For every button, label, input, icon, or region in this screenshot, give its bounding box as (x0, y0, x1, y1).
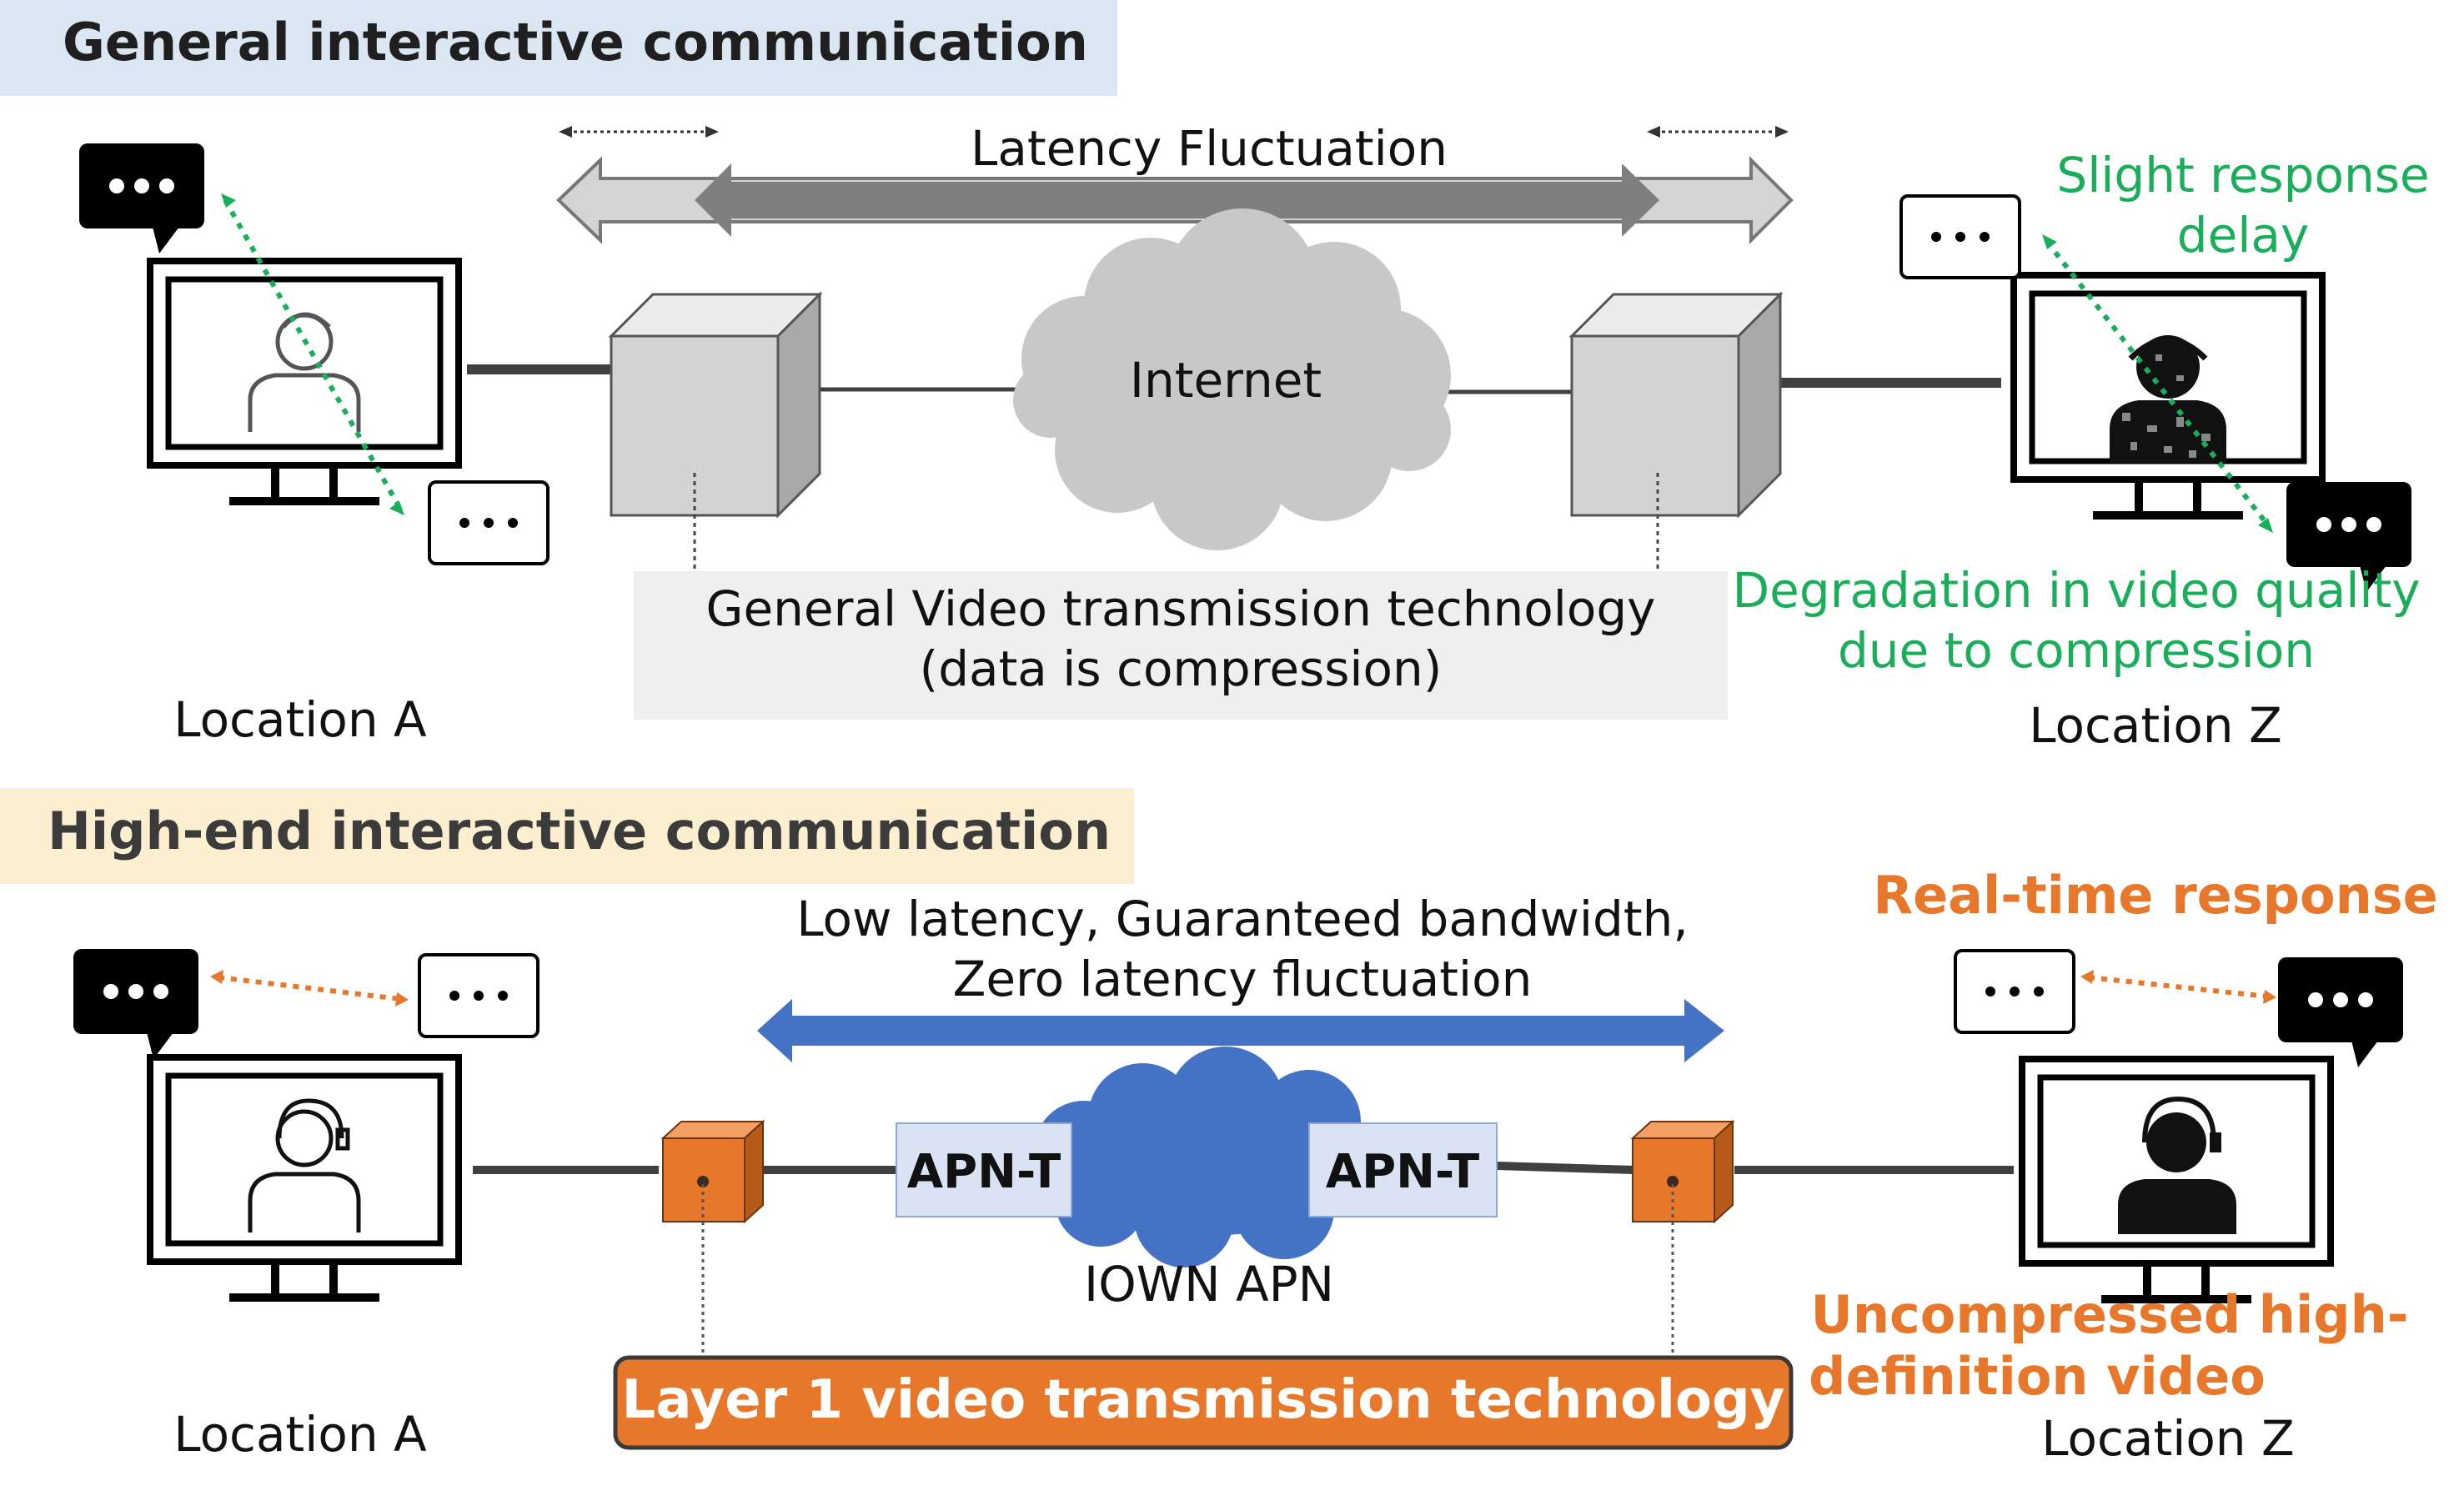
general-tech-label-line1: General Video transmission technology (706, 580, 1656, 637)
apn-t-left: APN-T (907, 1145, 1061, 1199)
apn-t-box-right (1308, 1122, 1498, 1217)
speech-bubble-icon (418, 953, 539, 1038)
note-delay-line1: Slight response (2056, 147, 2429, 203)
bottom-title-bg (0, 788, 1134, 884)
layer1-tech-label: Layer 1 video transmission technology (622, 1369, 1785, 1431)
realtime-arrow-z (2088, 975, 2269, 999)
iown-apn-label: IOWN APN (1084, 1256, 1334, 1313)
iown-benefits-line1: Low latency, Guaranteed bandwidth, (796, 891, 1689, 947)
top-title: General interactive communication (63, 12, 1088, 73)
bottom-title: High-end interactive communication (48, 801, 1111, 861)
node-box-left (610, 293, 821, 517)
location-a-top: Location A (173, 691, 427, 748)
user-pixelated-icon (2110, 335, 2226, 463)
speech-bubble-icon (79, 143, 204, 254)
arrowhead-icon (2042, 234, 2057, 249)
general-tech-label-line2: (data is compression) (920, 640, 1443, 697)
speech-bubble-icon (1954, 949, 2075, 1034)
layer1-node-right (1632, 1121, 1734, 1222)
location-z-top: Location Z (2029, 697, 2281, 754)
user-outline-icon (248, 312, 361, 432)
speech-bubble-icon (2278, 957, 2403, 1067)
user-headset-outline-icon (248, 1098, 361, 1232)
note-uncompressed-line1: Uncompressed high- (1811, 1284, 2409, 1345)
user-headset-solid-icon (2118, 1096, 2236, 1234)
iown-benefits-line2: Zero latency fluctuation (953, 951, 1533, 1007)
location-a-bottom: Location A (173, 1406, 427, 1463)
arrowhead-icon (210, 970, 223, 984)
speech-bubble-icon (1899, 194, 2021, 279)
arrowhead-icon (389, 501, 404, 515)
delay-arrow-top-a (223, 198, 403, 510)
arrowhead-icon (2080, 970, 2094, 984)
note-realtime: Real-time response (1873, 865, 2437, 926)
link-b-apn-node (1496, 1162, 1635, 1174)
note-delay-line2: delay (2177, 207, 2309, 264)
top-title-bg (0, 0, 1117, 96)
latency-arrow-inner (695, 163, 1659, 237)
internet-label: Internet (1130, 352, 1322, 409)
apn-t-box-left (896, 1122, 1072, 1217)
note-uncompressed-line2: definition video (1809, 1346, 2266, 1407)
general-tech-box (634, 571, 1728, 720)
fluctuation-range-right (1647, 126, 1789, 138)
apn-t-right: APN-T (1326, 1145, 1479, 1199)
node-box-right (1570, 293, 1782, 517)
latency-label: Latency Fluctuation (971, 120, 1448, 177)
speech-bubble-icon (73, 949, 198, 1059)
internet-cloud (1013, 208, 1451, 550)
arrowhead-icon (221, 193, 236, 208)
arrowhead-icon (395, 992, 409, 1007)
location-z-bottom: Location Z (2041, 1410, 2294, 1467)
iown-arrow (757, 999, 1724, 1062)
monitor-top-a (150, 261, 459, 505)
monitor-bottom-a (150, 1057, 459, 1302)
fluctuation-range-left (559, 126, 719, 138)
note-quality-line2: due to compression (1838, 622, 2315, 679)
arrowhead-icon (2263, 990, 2276, 1004)
speech-bubble-icon (428, 480, 550, 565)
note-quality-line1: Degradation in video quality (1732, 562, 2420, 619)
arrowhead-icon (2258, 518, 2273, 533)
layer1-tech-box (613, 1355, 1794, 1450)
layer1-node-left (662, 1121, 764, 1222)
realtime-arrow-a (218, 975, 401, 1002)
